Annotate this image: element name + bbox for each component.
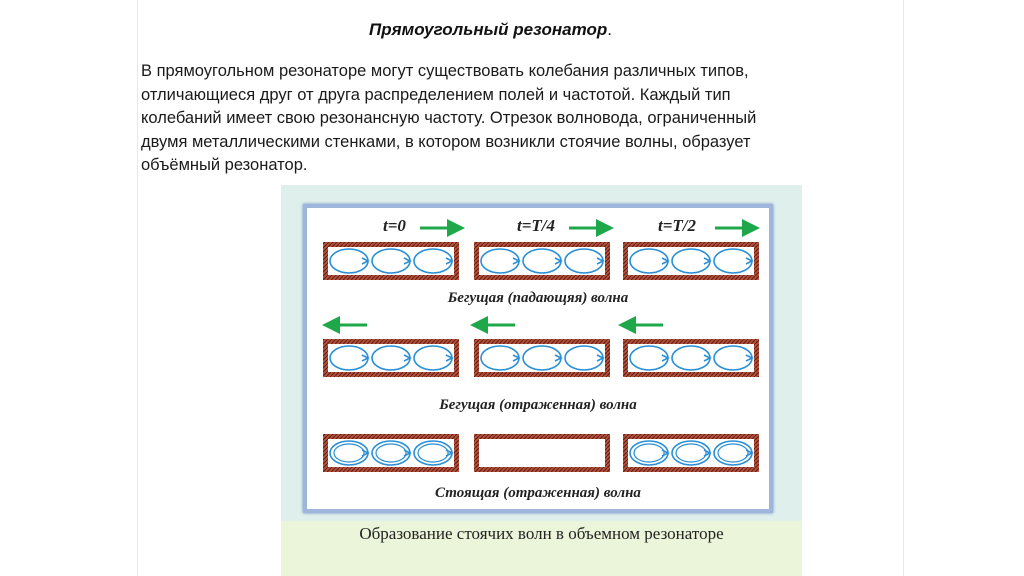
field-arrowhead	[703, 354, 712, 362]
row-label: Стоящая (отраженная) волна	[435, 485, 641, 501]
time-label: t=0	[383, 216, 406, 235]
field-arrowhead	[661, 354, 670, 362]
field-arrowhead	[361, 354, 370, 362]
resonator-diagram: t=0 t=T/4 t=T/2 Бегущая (падающяя) волна…	[322, 216, 760, 501]
field-arrowhead	[445, 354, 454, 362]
field-arrowhead	[512, 257, 521, 265]
paragraph-line: отличающиеся друг от друга распределение…	[141, 85, 731, 104]
title-text: Прямоугольный резонатор	[369, 20, 608, 39]
field-arrowhead	[361, 449, 370, 457]
field-arrowhead	[703, 257, 712, 265]
waveguide-group	[323, 242, 759, 472]
paragraph-line: объёмный резонатор.	[141, 156, 308, 174]
field-arrowhead	[554, 257, 563, 265]
paragraph-line: двумя металлическими стенками, в котором…	[141, 132, 751, 151]
field-arrowhead	[745, 449, 754, 457]
row-label: Бегущая (падающяя) волна	[447, 290, 629, 306]
waveguide-cavity	[479, 344, 605, 372]
field-arrowhead	[554, 354, 563, 362]
arrow-group	[322, 219, 760, 334]
caption-band	[281, 521, 802, 576]
field-loop-inner	[633, 443, 665, 463]
field-arrowhead	[512, 354, 521, 362]
slide-title: Прямоугольный резонатор.	[369, 20, 612, 40]
field-loop-inner	[375, 443, 407, 463]
body-paragraph: В прямоугольном резонаторе могут существ…	[141, 60, 886, 178]
field-arrowhead	[445, 257, 454, 265]
field-arrowhead	[403, 449, 412, 457]
field-arrowhead	[745, 354, 754, 362]
waveguide-cavity	[328, 439, 454, 467]
time-label: t=T/2	[658, 216, 697, 235]
field-arrowhead	[445, 449, 454, 457]
field-arrowhead	[403, 354, 412, 362]
paragraph-line: В прямоугольном резонаторе могут существ…	[141, 62, 749, 80]
field-arrowhead	[596, 257, 605, 265]
field-arrowhead	[596, 354, 605, 362]
figure-caption: Образование стоячих волн в объемном резо…	[359, 524, 724, 543]
field-arrowhead	[661, 257, 670, 265]
title-suffix: .	[607, 20, 612, 39]
field-loop-inner	[417, 443, 449, 463]
row-label: Бегущая (отраженная) волна	[438, 397, 637, 413]
field-arrowhead	[403, 257, 412, 265]
field-arrowhead	[661, 449, 670, 457]
waveguide-cavity	[328, 344, 454, 372]
waveguide-cavity	[479, 439, 605, 467]
paragraph-line: колебаний имеет свою резонансную частоту…	[141, 109, 757, 127]
field-loop-inner	[717, 443, 749, 463]
field-arrowhead	[745, 257, 754, 265]
field-loop-inner	[675, 443, 707, 463]
waveguide-cavity	[628, 344, 754, 372]
field-arrowhead	[361, 257, 370, 265]
waveguide-cavity	[479, 247, 605, 275]
waveguide-cavity	[628, 247, 754, 275]
field-arrowhead	[703, 449, 712, 457]
waveguide-cavity	[628, 439, 754, 467]
field-loop-inner	[333, 443, 365, 463]
time-label: t=T/4	[517, 216, 555, 235]
waveguide-cavity	[328, 247, 454, 275]
